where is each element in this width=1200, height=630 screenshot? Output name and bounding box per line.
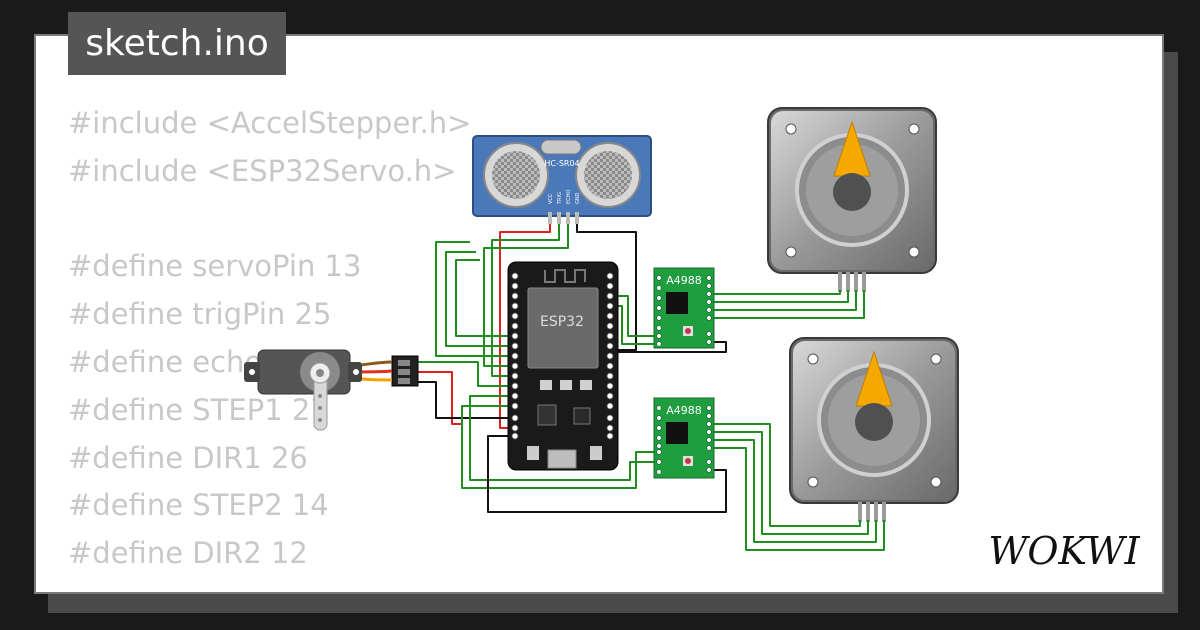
code-line: #define trigPin 25: [68, 297, 332, 332]
esp32-board[interactable]: ESP32: [507, 261, 619, 471]
driver1-label: A4988: [666, 274, 702, 287]
driver2-label: A4988: [666, 404, 702, 417]
sensor-pin-label: ECHO: [566, 190, 572, 204]
stepper-motor-2[interactable]: [789, 337, 959, 522]
sensor-pin-label: GND: [575, 192, 581, 204]
sensor-label: HC-SR04: [544, 159, 579, 168]
code-line: #define DIR2 12: [68, 536, 308, 571]
wokwi-logo: WOKWI: [988, 529, 1140, 573]
code-line: #include <ESP32Servo.h>: [68, 153, 457, 188]
code-line: #define STEP2 14: [68, 488, 329, 523]
code-line: #define servoPin 13: [68, 249, 362, 284]
ultrasonic-sensor[interactable]: HC-SR04 VCC TRIG ECHO GND: [472, 135, 652, 224]
code-line: #include <AccelStepper.h>: [68, 106, 472, 140]
servo-motor[interactable]: [244, 349, 419, 431]
wokwi-logo-text: WOKWI: [988, 529, 1140, 573]
project-title: sketch.ino: [68, 12, 286, 75]
sensor-pin-label: TRIG: [557, 192, 563, 205]
sensor-pin-label: VCC: [548, 193, 554, 204]
esp32-label: ESP32: [540, 314, 584, 330]
stepper-motor-1[interactable]: [767, 107, 937, 292]
wires: [417, 212, 885, 551]
stepper-driver-1[interactable]: A4988: [653, 267, 715, 349]
stepper-driver-2[interactable]: A4988: [653, 397, 715, 479]
code-line: #define DIR1 26: [68, 440, 308, 475]
code-preview: #include <AccelStepper.h> #include <ESP3…: [68, 100, 471, 578]
